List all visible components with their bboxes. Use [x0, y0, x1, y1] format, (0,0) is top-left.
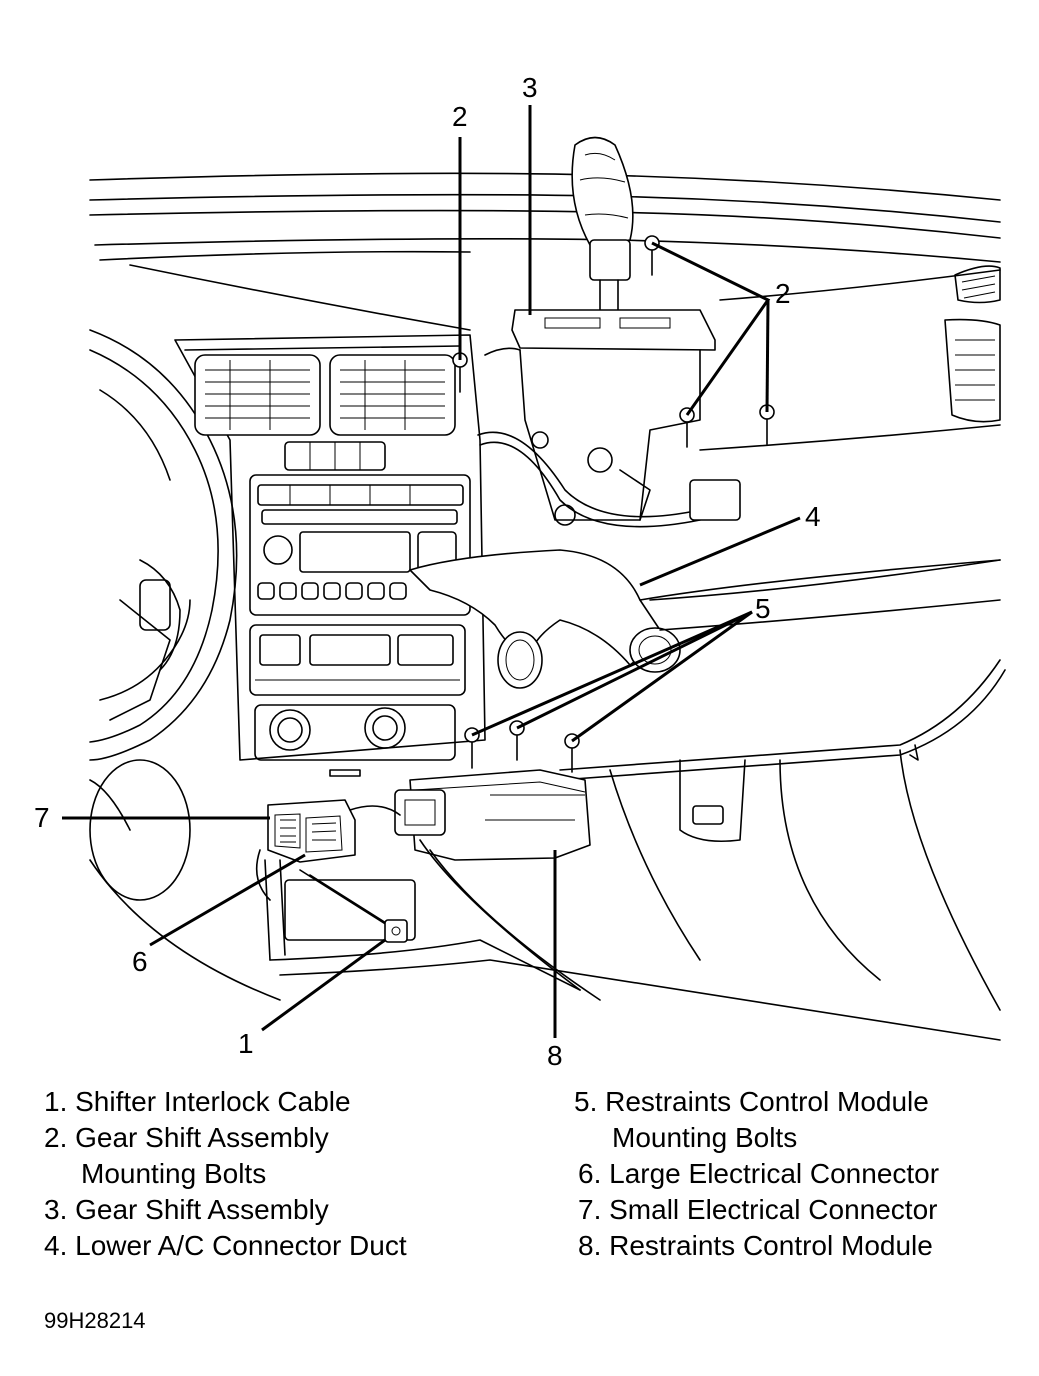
- legend-item-3: 3. Gear Shift Assembly: [44, 1194, 329, 1225]
- lower-dash-right: [559, 659, 1006, 1011]
- right-vents: [944, 265, 1001, 423]
- figure-id: 99H28214: [44, 1308, 146, 1333]
- callout-6: 6: [132, 946, 148, 977]
- callout-7: 7: [34, 802, 50, 833]
- legend-right: 5. Restraints Control Module Mounting Bo…: [574, 1084, 939, 1264]
- restraints-control-module: [394, 720, 591, 861]
- callout-3: 3: [522, 72, 538, 103]
- legend-item-1: 1. Shifter Interlock Cable: [44, 1086, 351, 1117]
- callout-2-right: 2: [775, 278, 791, 309]
- legend-item-4: 4. Lower A/C Connector Duct: [44, 1230, 407, 1261]
- dashboard-line-art: [62, 105, 1006, 1041]
- center-stack: [174, 334, 486, 777]
- legend-item-7: 7. Small Electrical Connector: [578, 1194, 938, 1225]
- legend-item-6: 6. Large Electrical Connector: [578, 1158, 940, 1189]
- legend-item-2: 2. Gear Shift Assembly: [44, 1122, 329, 1153]
- radio-preset-buttons: [257, 582, 407, 600]
- steering-wheel: [89, 329, 238, 761]
- legend-item-8: 8. Restraints Control Module: [578, 1230, 933, 1261]
- callout-1: 1: [238, 1028, 254, 1059]
- legend-item-2-cont: Mounting Bolts: [81, 1158, 267, 1189]
- legend-item-5: 5. Restraints Control Module: [574, 1086, 929, 1117]
- legend-item-5-cont: Mounting Bolts: [612, 1122, 798, 1153]
- vent-slats: [205, 360, 445, 430]
- gear-shift-assembly: [477, 136, 741, 528]
- callout-4: 4: [805, 501, 821, 532]
- callout-2-left: 2: [452, 101, 468, 132]
- legend-left: 1. Shifter Interlock Cable 2. Gear Shift…: [44, 1084, 407, 1264]
- electrical-connectors: [255, 799, 401, 901]
- callout-8: 8: [547, 1040, 563, 1071]
- shifter-mounting-bolts: [452, 235, 775, 448]
- callout-5: 5: [755, 593, 771, 624]
- leader-lines: [62, 105, 801, 1038]
- ac-connector-duct: [409, 549, 1001, 689]
